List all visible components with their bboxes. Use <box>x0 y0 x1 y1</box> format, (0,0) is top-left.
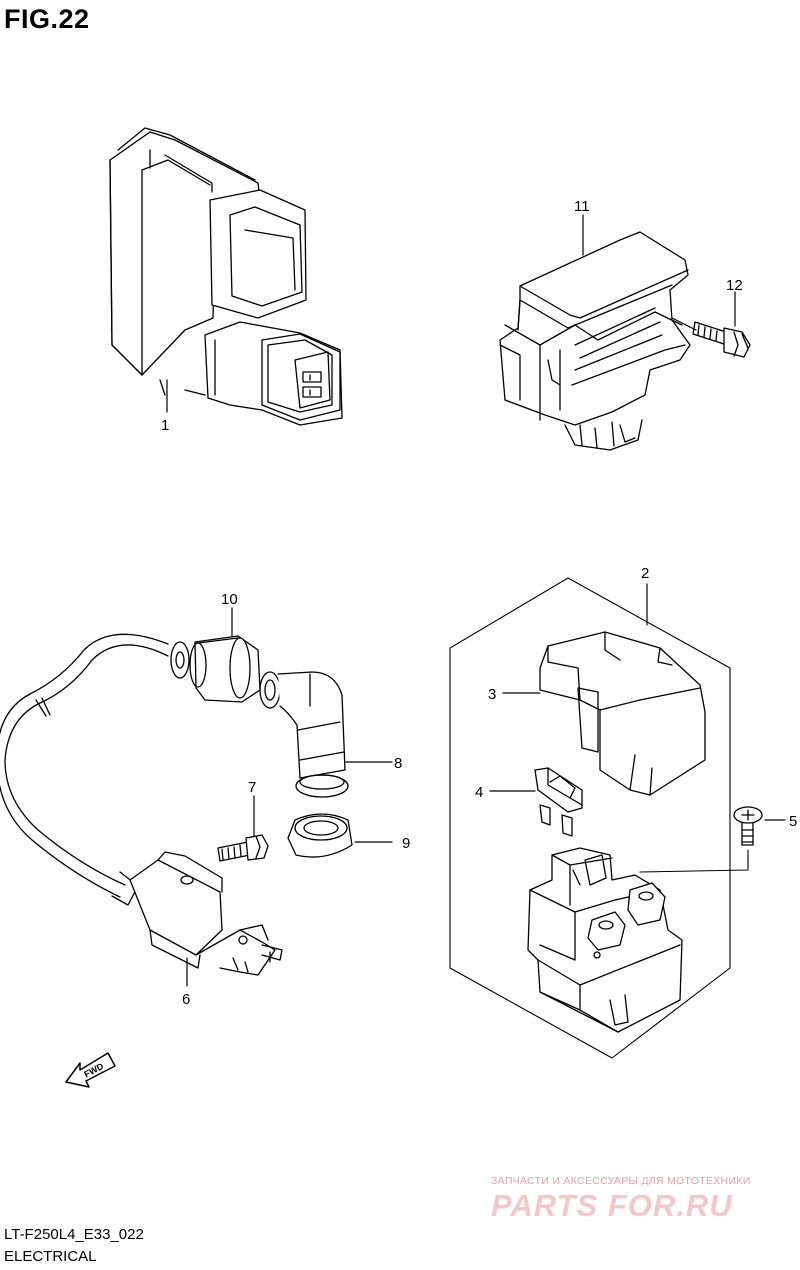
starter-relay-body <box>527 847 683 1033</box>
ignition-coil-part <box>0 633 283 976</box>
sleeve-part <box>287 813 353 858</box>
callout-4: 4 <box>475 784 483 801</box>
regulator-rectifier-part <box>499 231 691 451</box>
section-label: ELECTRICAL <box>4 1248 97 1265</box>
callout-2: 2 <box>641 565 649 582</box>
fwd-arrow-icon: FWD <box>65 1052 116 1088</box>
cdi-unit-part <box>109 127 343 426</box>
callout-7: 7 <box>248 779 256 796</box>
bolt-part-12 <box>692 321 751 358</box>
callout-8: 8 <box>394 755 402 772</box>
callout-9: 9 <box>402 835 410 852</box>
leader-line-5b <box>639 849 749 873</box>
figure-title: FIG.22 <box>4 4 90 34</box>
assembly-outline-2 <box>449 577 731 1059</box>
callout-6: 6 <box>182 991 190 1008</box>
spark-plug-cap-part <box>259 671 349 798</box>
callout-3: 3 <box>488 686 496 703</box>
callout-5: 5 <box>789 813 797 830</box>
relay-cover-part <box>539 631 706 796</box>
bolt-part-7 <box>217 834 269 862</box>
leader-line-12b <box>671 317 697 331</box>
fuse-part <box>534 767 583 837</box>
callout-12: 12 <box>726 277 743 294</box>
model-code: LT-F250L4_E33_022 <box>4 1226 144 1243</box>
screw-part-5 <box>733 806 763 846</box>
cap-seal-part <box>170 635 261 703</box>
watermark-tagline: ЗАПЧАСТИ И АКСЕССУАРЫ ДЛЯ МОТОТЕХНИКИ <box>491 1175 751 1187</box>
callout-1: 1 <box>161 417 169 434</box>
callout-10: 10 <box>221 591 238 608</box>
callout-11: 11 <box>574 198 590 215</box>
watermark-logo: PARTS FOR.RU <box>491 1188 733 1223</box>
